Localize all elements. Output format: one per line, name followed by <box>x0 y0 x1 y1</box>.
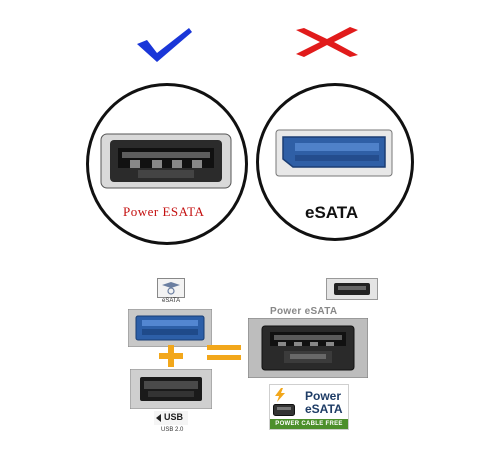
lightning-icon <box>274 388 286 407</box>
badge-port-icon <box>273 403 295 421</box>
usb-port-photo <box>129 368 213 414</box>
power-esata-title: Power eSATA <box>270 306 338 317</box>
esata-port-photo <box>127 308 213 352</box>
esata-port-icon <box>157 278 185 303</box>
power-esata-label: Power ESATA <box>123 204 205 219</box>
esata-connector-illustration <box>275 129 395 184</box>
power-esata-port-thumbnail <box>326 278 378 305</box>
equals-icon <box>206 343 242 368</box>
badge-title-line2: eSATA <box>305 402 343 416</box>
badge-title-line1: Power <box>305 389 342 403</box>
usb-logo-icon <box>154 411 188 430</box>
esata-label: eSATA <box>305 203 359 222</box>
badge-footer: POWER CABLE FREE <box>270 419 348 429</box>
plus-icon <box>158 344 184 373</box>
cross-icon <box>294 26 360 58</box>
power-esata-port-photo <box>247 317 369 383</box>
check-icon <box>135 26 193 64</box>
usb-logo-text: USB <box>164 412 184 422</box>
usb-version-label: USB 2.0 <box>161 427 184 433</box>
esata-port-label: eSATA <box>162 298 181 304</box>
power-esata-connector-illustration <box>100 130 232 197</box>
